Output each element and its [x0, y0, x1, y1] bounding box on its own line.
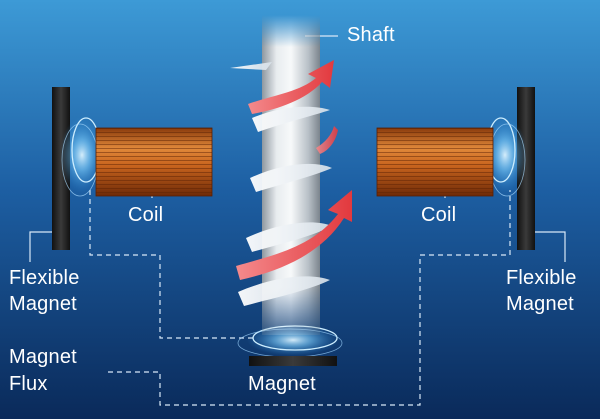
flexible-magnet-left-label-line1: Flexible	[9, 267, 80, 289]
coil-left	[95, 127, 213, 197]
magnet-label: Magnet	[248, 373, 316, 395]
flexible-magnet-left	[52, 87, 70, 250]
flexible-magnet-right	[517, 87, 535, 250]
coil-left-label: Coil	[128, 204, 164, 226]
spiral-ribbon	[230, 62, 332, 306]
flexible-magnet-right-label-line1: Flexible	[506, 267, 577, 289]
flexible-magnet-right-label-line2: Magnet	[506, 293, 574, 315]
coil-right	[376, 127, 494, 197]
magnet-flux-label-line1: Magnet	[9, 346, 77, 368]
flexible-magnet-left-label-line2: Magnet	[9, 293, 77, 315]
rotation-arrows	[236, 60, 352, 280]
magnet-flux-label-line2: Flux	[9, 373, 48, 395]
magnet-base	[249, 356, 337, 366]
flux-glow-right	[483, 117, 527, 197]
coil-right-label: Coil	[421, 204, 457, 226]
shaft-label: Shaft	[347, 24, 395, 46]
